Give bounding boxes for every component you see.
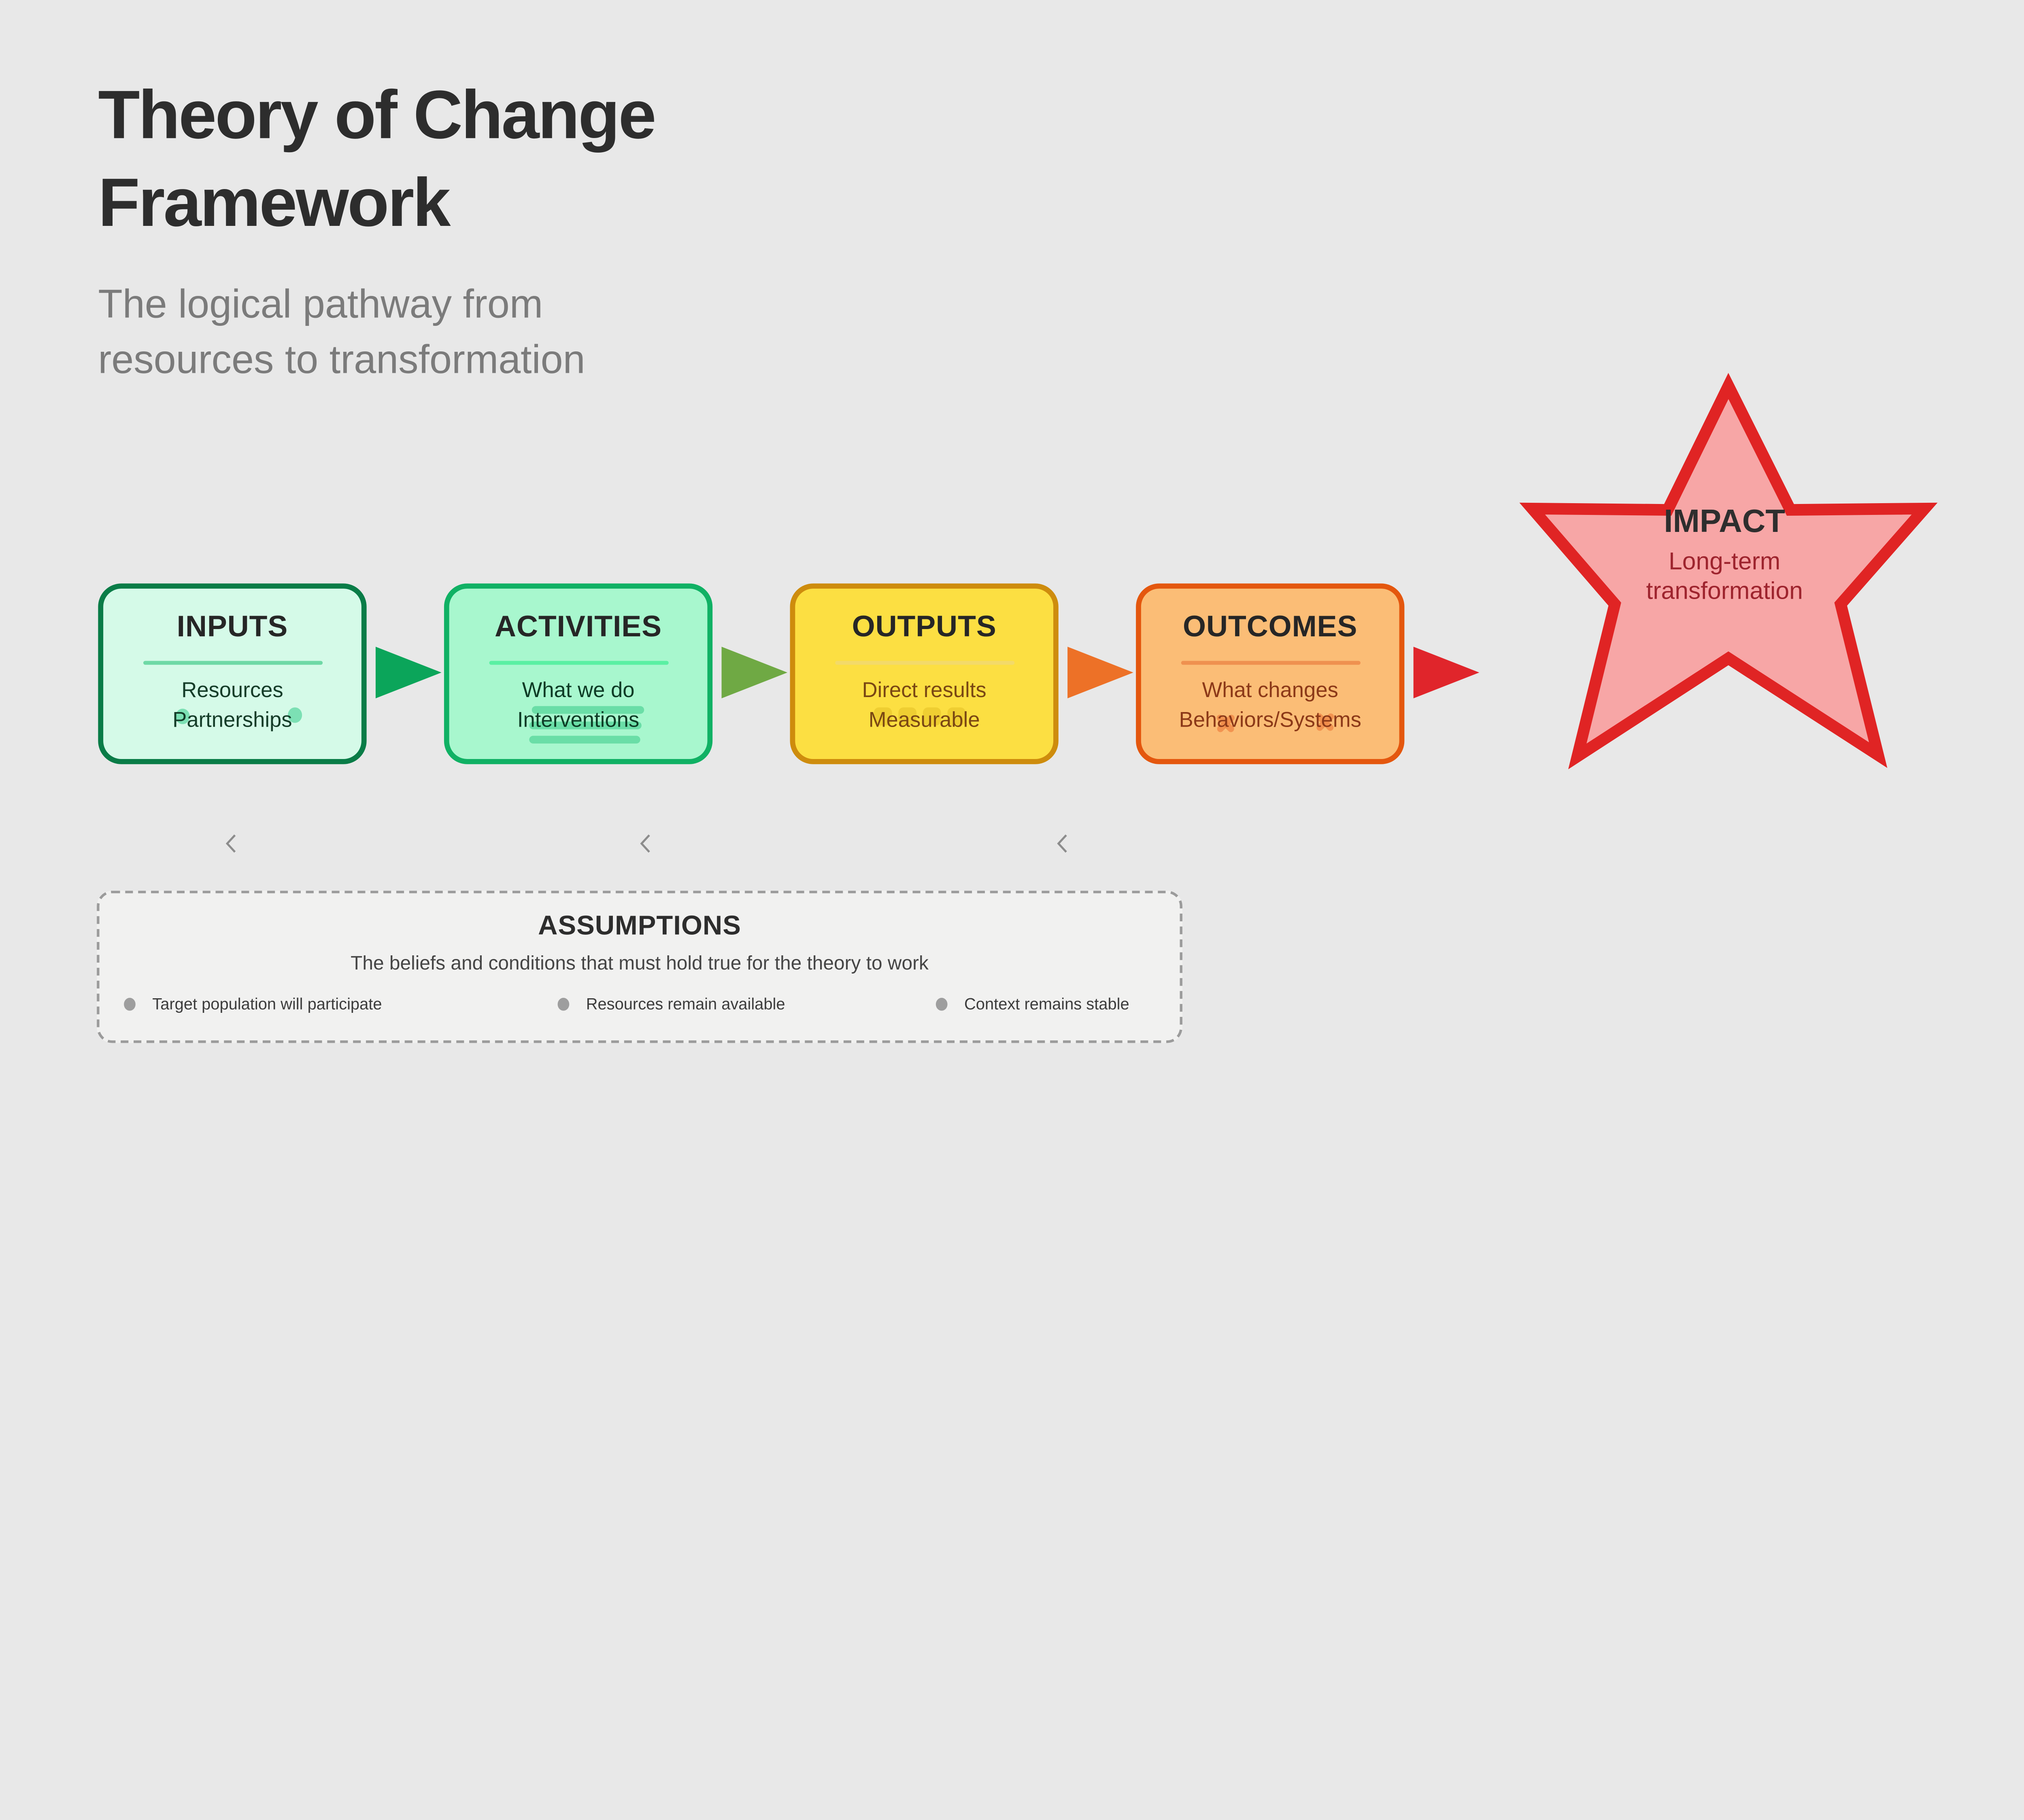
flow-arrow-right-icon (375, 646, 442, 699)
stage-label: OUTPUTS (852, 609, 997, 643)
flow-arrow-right-icon (1067, 646, 1133, 699)
decorative-square (947, 707, 966, 726)
stage-divider (1180, 661, 1360, 665)
assumptions-box: ASSUMPTIONS The beliefs and conditions t… (97, 891, 1182, 1043)
assumption-item: Target population will participate (124, 995, 382, 1014)
page-title: Theory of Change Framework (98, 72, 656, 248)
bullet-dot-icon (124, 997, 136, 1011)
stage-label: OUTCOMES (1183, 609, 1358, 643)
stage-divider (834, 661, 1014, 665)
stage-divider (488, 661, 668, 665)
stage-description-line: Measurable (868, 708, 980, 731)
stage-label: INPUTS (176, 609, 288, 643)
decorative-dot (288, 707, 302, 723)
impact-star: IMPACT Long-term transformation (1519, 373, 1938, 777)
assumptions-subtitle: The beliefs and conditions that must hol… (351, 953, 929, 975)
assumption-item-label: Context remains stable (964, 995, 1129, 1014)
header: Theory of Change Framework The logical p… (98, 72, 656, 387)
page-title-line-1: Theory of Change (98, 77, 656, 154)
impact-description-line: Long-term (1669, 549, 1781, 576)
chevron-left-icon (225, 834, 236, 853)
stage-description-line: What changes (1202, 679, 1338, 702)
flow-arrow-right-icon (1413, 646, 1480, 699)
star-shape (1519, 373, 1938, 770)
assumptions-title: ASSUMPTIONS (538, 911, 741, 941)
highlight-bar (529, 736, 640, 744)
decorative-square (874, 707, 892, 726)
stage-description-line: Resources (181, 679, 283, 702)
stage-description-line: Behaviors/Systems (1179, 708, 1361, 731)
stage-divider (142, 661, 322, 665)
stage-box-outputs: OUTPUTS Direct results Measurable (790, 583, 1059, 764)
stage-description-line: Interventions (517, 708, 640, 731)
stage-description-line: What we do (522, 679, 635, 702)
impact-text: IMPACT Long-term transformation (1523, 502, 1926, 606)
impact-description-line: transformation (1646, 577, 1803, 605)
theory-of-change-slide: Theory of Change Framework The logical p… (97, 72, 1938, 1043)
stage-description-line: Partnerships (172, 708, 292, 731)
assumption-item-label: Resources remain available (586, 995, 785, 1014)
assumption-item: Context remains stable (935, 995, 1129, 1014)
highlight-bar (532, 706, 644, 714)
page-title-line-2: Framework (98, 165, 451, 242)
bullet-dot-icon (935, 997, 948, 1011)
stage-description: Direct results Measurable (795, 676, 1053, 734)
page-subtitle: The logical pathway from resources to tr… (98, 276, 655, 387)
stage-description: What changes Behaviors/Systems (1141, 676, 1399, 734)
assumption-item: Resources remain available (557, 995, 785, 1014)
stage-box-activities: ACTIVITIES What we do Interventions (444, 583, 713, 764)
stage-description: What we do Interventions (449, 676, 708, 734)
stage-description: Resources Partnerships (103, 676, 361, 734)
page-subtitle-line-2: resources to transformation (98, 337, 585, 382)
decorative-square (923, 707, 941, 726)
stage-box-inputs: INPUTS Resources Partnerships (98, 583, 367, 764)
chevron-left-icon (1057, 834, 1068, 853)
stage-description-line: Direct results (862, 679, 986, 702)
assumption-item-label: Target population will participate (152, 995, 382, 1014)
highlight-bar (529, 721, 642, 729)
decorative-square (898, 707, 917, 726)
decorative-dot (175, 708, 190, 724)
impact-label: IMPACT (1664, 503, 1786, 540)
stage-box-outcomes: OUTCOMES What changes Behaviors/Systems (1136, 583, 1405, 764)
stage-label: ACTIVITIES (495, 609, 662, 643)
bullet-dot-icon (557, 997, 570, 1011)
chevron-left-icon (640, 834, 651, 853)
page-subtitle-line-1: The logical pathway from (98, 281, 543, 327)
flow-arrow-right-icon (721, 646, 788, 699)
